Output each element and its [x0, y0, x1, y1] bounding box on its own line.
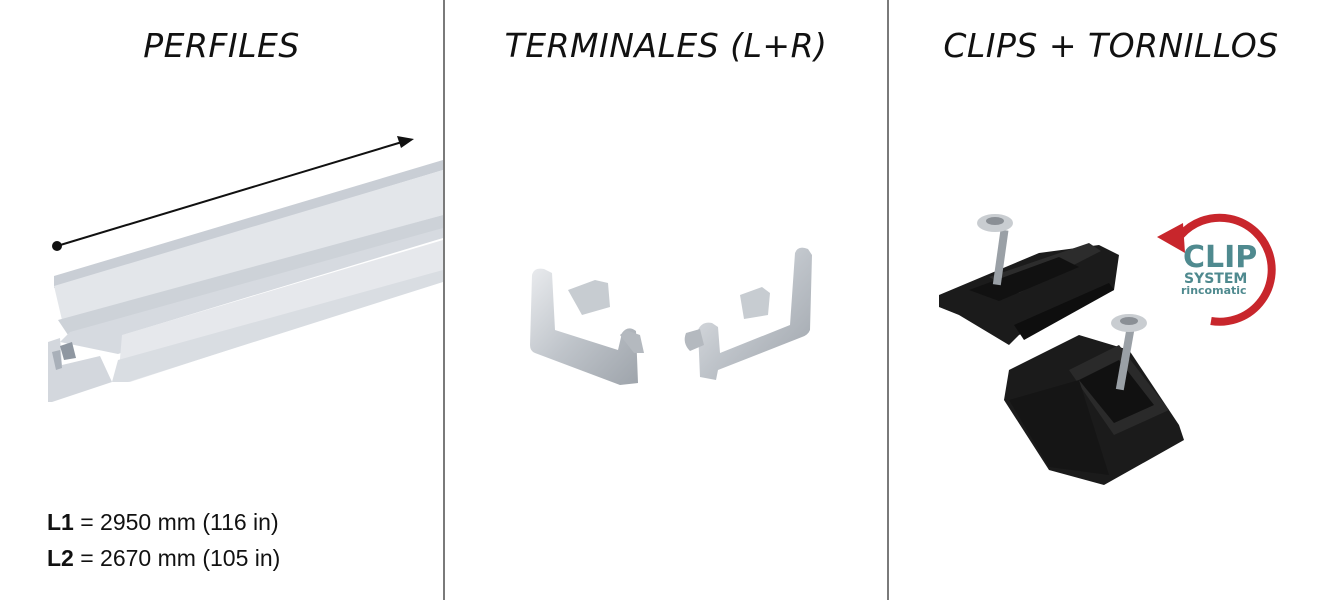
circular-arrow-icon — [1178, 213, 1276, 326]
spec-label: L2 — [47, 545, 74, 571]
clip-with-screw-icon — [1004, 314, 1184, 485]
spec-row: L1 = 2950 mm (116 in) — [47, 504, 280, 540]
aluminum-profile-image — [48, 136, 443, 402]
clips-screws-image — [939, 214, 1184, 485]
spec-value: = 2670 mm (105 in) — [80, 545, 281, 571]
panel-profiles: PERFILES L1 = 2950 mm (116 in) L2 = 267 — [0, 0, 443, 600]
end-caps-image — [530, 247, 812, 385]
logo-brand-text: rincomatic — [1181, 284, 1247, 297]
panel-title: PERFILES — [143, 26, 300, 65]
panel-clips-screws: CLIPS + TORNILLOS CLIP SYSTEM rincom — [889, 0, 1333, 600]
logo-clip-text: CLIP — [1183, 240, 1257, 275]
length-specs: L1 = 2950 mm (116 in) L2 = 2670 mm (105 … — [47, 504, 280, 576]
spec-row: L2 = 2670 mm (105 in) — [47, 540, 280, 576]
panel-divider — [887, 0, 889, 600]
spec-value: = 2950 mm (116 in) — [80, 509, 279, 535]
panel-end-caps: TERMINALES (L+R) — [445, 0, 887, 600]
clip-system-logo: CLIP SYSTEM rincomatic — [1157, 213, 1276, 326]
panel-title: CLIPS + TORNILLOS — [943, 26, 1279, 65]
left-end-cap-icon — [530, 268, 644, 385]
length-arrow-icon — [52, 136, 414, 251]
panel-divider — [443, 0, 445, 600]
panel-title: TERMINALES (L+R) — [504, 26, 828, 65]
clip-with-screw-icon — [939, 214, 1119, 345]
logo-system-text: SYSTEM — [1184, 271, 1247, 287]
spec-label: L1 — [47, 509, 74, 535]
right-end-cap-icon — [684, 247, 812, 380]
